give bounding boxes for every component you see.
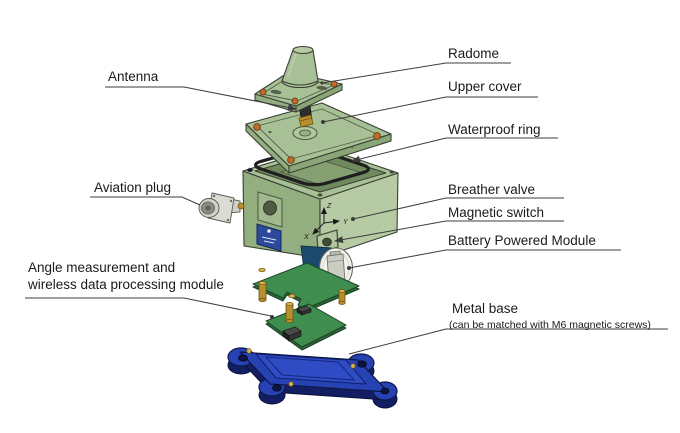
label-aviation-plug: Aviation plug [94,180,172,195]
angle-module-leader [25,297,272,317]
breather-valve-leader [352,197,564,220]
cover-screw [287,156,295,164]
angle-module-board [265,303,347,351]
waterproof-ring-leader [351,137,558,163]
battery-module-board [252,262,360,313]
metal-base [227,347,398,409]
axis-triad: Z Y X [303,203,349,241]
housing-sticker [256,223,282,252]
base-mount-hole [238,354,248,362]
antenna-nut [298,114,314,128]
breather-valve-hole [263,200,277,216]
radome-base-plate [254,71,343,113]
label-metal-base: Metal base [452,301,519,316]
label-breather-valve: Breather valve [448,182,536,197]
antenna-leader [105,86,297,111]
label-angle-module: Angle measurement and wireless data proc… [28,260,224,292]
metal-base-leader [348,328,668,355]
label-antenna: Antenna [108,69,159,84]
axis-z-label: Z [326,203,332,210]
label-upper-cover: Upper cover [448,79,522,94]
radome-leader [321,62,511,84]
radome-screw [259,88,267,96]
upper-cover-leader [322,96,538,123]
label-battery-module: Battery Powered Module [448,233,596,248]
radome-cone [281,46,319,89]
cover-screw [373,132,381,140]
base-screw [246,348,252,354]
magnetic-switch-leader [334,220,564,244]
base-screw [288,381,294,387]
battery-module-leader [348,249,621,269]
pcb-chip [282,326,302,342]
label-waterproof-ring: Waterproof ring [448,122,541,137]
axis-y-label: Y [343,219,349,226]
label-magnetic-switch: Magnetic switch [448,205,545,220]
leader-lines [25,62,668,355]
base-screw [350,363,356,369]
upper-cover [245,102,392,174]
axis-x-label: X [303,234,309,241]
aviation-plug-leader [90,196,201,206]
label-metal-base-note: (can be matched with M6 magnetic screws) [449,319,651,331]
cover-screw [253,123,261,131]
base-mount-hole [357,360,367,368]
label-radome: Radome [448,46,500,61]
standoff-pillars [258,280,346,324]
base-mount-hole [380,387,390,395]
aviation-plug [198,192,245,224]
base-mount-hole [272,384,282,392]
pcb-chip [296,305,312,316]
radome-screw [291,97,299,105]
